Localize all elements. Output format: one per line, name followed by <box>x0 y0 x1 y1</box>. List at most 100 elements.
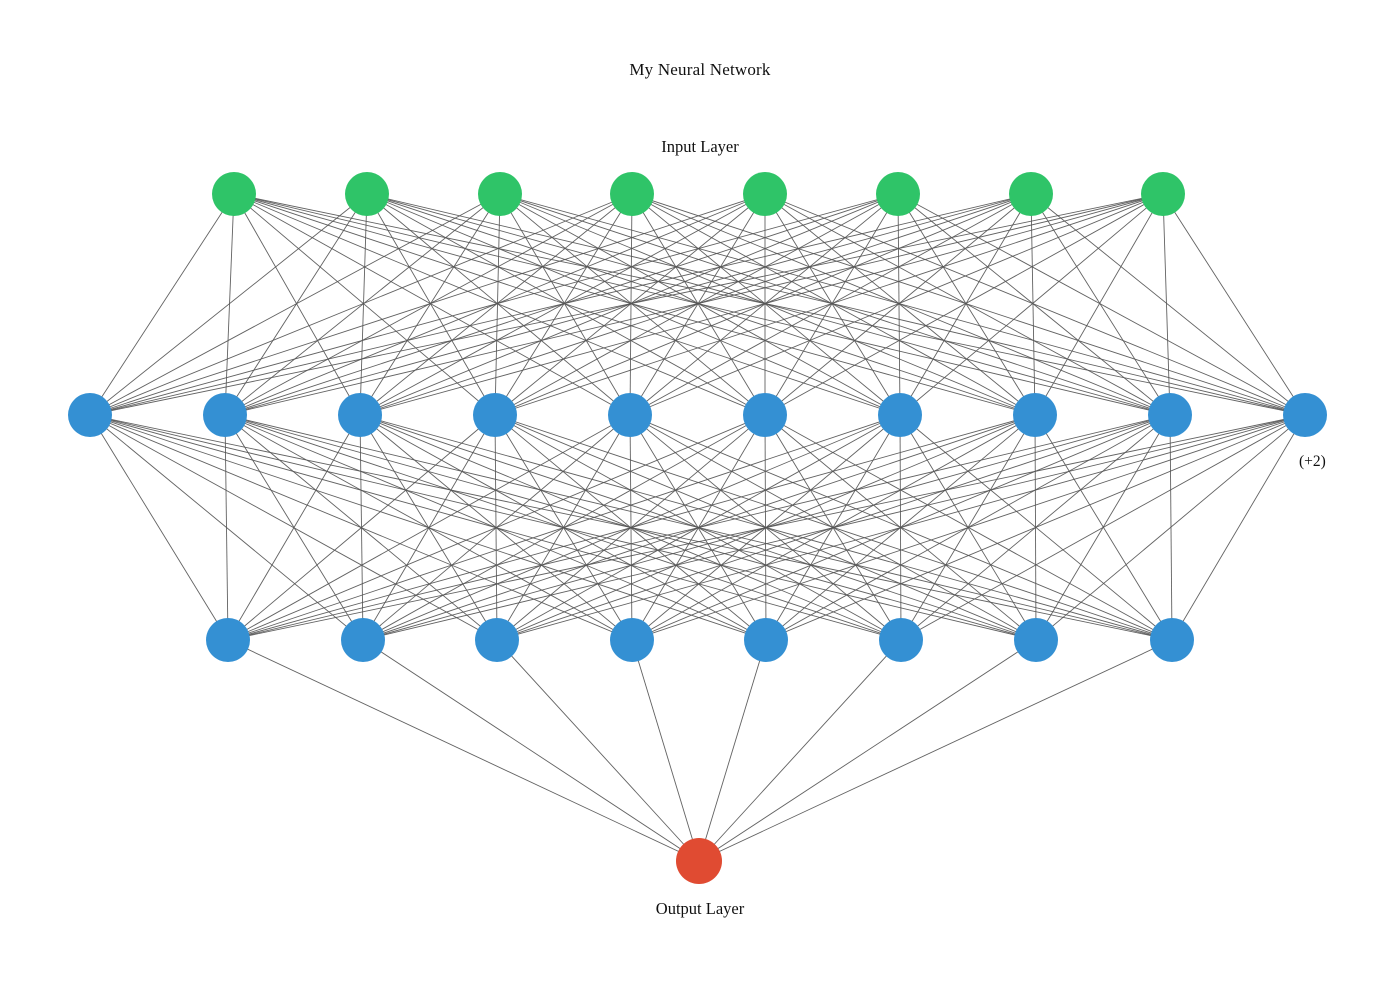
connection-edge <box>631 193 1171 416</box>
connection-edge <box>359 193 501 416</box>
connection-edge <box>631 193 1036 416</box>
connection-edge <box>499 193 1171 416</box>
page-title: My Neural Network <box>629 60 771 79</box>
hidden-node <box>1014 618 1058 662</box>
connection-edge <box>499 193 1306 416</box>
connection-edge <box>764 193 1032 416</box>
connection-edge <box>227 414 901 641</box>
connection-edge <box>1034 193 1164 416</box>
hidden-layer-extra-nodes-note: (+2) <box>1299 453 1326 470</box>
hidden-node <box>744 618 788 662</box>
connection-edge <box>631 414 1306 641</box>
input-node <box>610 172 654 216</box>
connection-edge <box>224 414 229 641</box>
connection-edge <box>224 193 235 416</box>
connection-edge <box>89 193 899 416</box>
connection-edge <box>698 639 902 862</box>
hidden-node <box>1283 393 1327 437</box>
connection-edge <box>227 414 631 641</box>
connection-edge <box>233 193 901 416</box>
input-node <box>876 172 920 216</box>
connection-edge <box>764 193 1306 416</box>
hidden-node <box>1150 618 1194 662</box>
input-node <box>478 172 522 216</box>
hidden-node <box>1013 393 1057 437</box>
connection-edge <box>89 193 501 416</box>
connection-edge <box>499 193 901 416</box>
connection-edge <box>89 193 1164 416</box>
connection-edge <box>227 639 700 862</box>
connection-edge <box>1162 193 1171 416</box>
connection-edge <box>499 193 631 416</box>
connection-edge <box>89 193 235 416</box>
connection-edge <box>233 193 361 416</box>
connection-edge <box>227 414 361 641</box>
input-layer-label: Input Layer <box>661 137 739 156</box>
hidden-node <box>743 393 787 437</box>
hidden-node <box>1148 393 1192 437</box>
hidden-node <box>68 393 112 437</box>
hidden-node <box>608 393 652 437</box>
output-node <box>676 838 722 884</box>
connection-edge <box>764 193 1164 416</box>
input-node <box>345 172 389 216</box>
hidden-node <box>879 618 923 662</box>
connection-edge <box>631 639 700 862</box>
connection-edge <box>1162 193 1306 416</box>
connection-edge <box>89 193 633 416</box>
output-layer-label: Output Layer <box>655 899 745 918</box>
connection-edge <box>496 414 1306 641</box>
connection-edge <box>233 193 631 416</box>
connection-edge <box>629 193 633 416</box>
connection-edge <box>897 193 1306 416</box>
connection-edge <box>494 193 1164 416</box>
connection-edge <box>629 193 1164 416</box>
connection-edge <box>494 193 501 416</box>
connection-edge <box>1035 414 1306 641</box>
connection-edge <box>631 193 766 416</box>
connection-edge <box>1030 193 1306 416</box>
connection-edge <box>499 193 1036 416</box>
connection-edge <box>233 193 766 416</box>
connection-edge <box>224 193 501 416</box>
connection-edge <box>227 414 1036 641</box>
hidden-node <box>475 618 519 662</box>
edges-group <box>89 193 1306 862</box>
hidden-node <box>203 393 247 437</box>
connection-edge <box>494 193 633 416</box>
connection-edge <box>899 193 1032 416</box>
connection-edge <box>1030 193 1036 416</box>
hidden-node <box>206 618 250 662</box>
connection-edge <box>366 193 901 416</box>
connection-edge <box>764 193 1171 416</box>
connection-edge <box>899 193 1164 416</box>
connection-edge <box>359 193 368 416</box>
connection-edge <box>89 193 1032 416</box>
connection-edge <box>698 639 767 862</box>
connection-edge <box>631 193 901 416</box>
input-node <box>1141 172 1185 216</box>
connection-edge <box>897 193 1171 416</box>
connection-edge <box>765 414 1306 641</box>
connection-edge <box>89 193 368 416</box>
connection-edge <box>900 414 1306 641</box>
connection-edge <box>227 414 1171 641</box>
connection-edge <box>224 193 1164 416</box>
hidden-node <box>338 393 382 437</box>
connection-edge <box>1171 414 1306 641</box>
connection-edge <box>629 193 1032 416</box>
connection-edge <box>764 193 901 416</box>
hidden-node <box>878 393 922 437</box>
connection-edge <box>89 193 766 416</box>
connection-edge <box>897 193 1036 416</box>
connection-edge <box>764 193 1036 416</box>
connection-edge <box>366 193 1036 416</box>
connection-edge <box>359 193 1164 416</box>
connection-edge <box>631 193 1306 416</box>
connection-edge <box>1030 193 1171 416</box>
input-node <box>212 172 256 216</box>
hidden-node <box>473 393 517 437</box>
hidden-node <box>610 618 654 662</box>
